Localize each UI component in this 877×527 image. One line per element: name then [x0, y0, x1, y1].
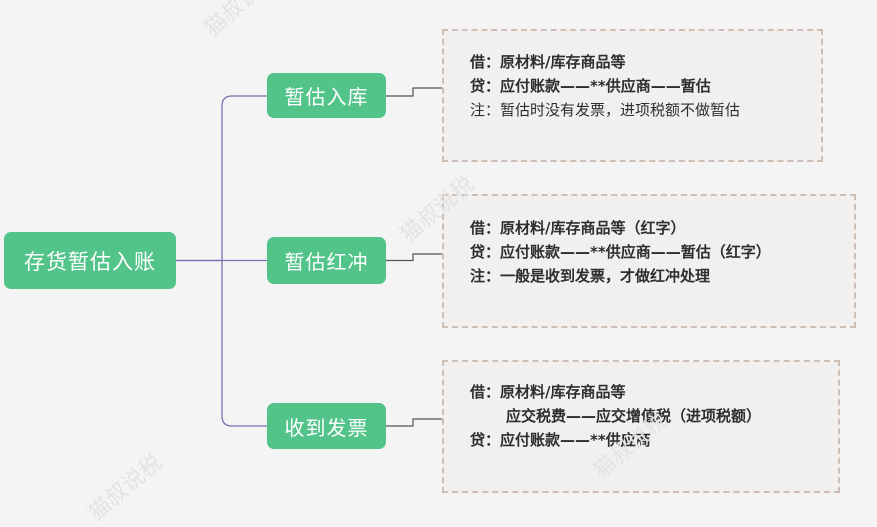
note-1-line-2: 贷：应付账款——**供应商——暂估 — [470, 77, 711, 95]
note-3-line-3: 贷：应付账款——**供应商 — [470, 431, 651, 449]
branch-node-1[interactable]: 暂估入库 — [267, 73, 386, 118]
note-2-line-3: 注：一般是收到发票，才做红冲处理 — [470, 267, 711, 285]
note-1-line-3: 注：暂估时没有发票，进项税额不做暂估 — [470, 101, 741, 119]
note-3-line-1: 借：原材料/库存商品等 — [470, 383, 626, 401]
note-2-line-1: 借：原材料/库存商品等（红字） — [470, 219, 686, 237]
branch-node-3[interactable]: 收到发票 — [267, 403, 386, 449]
note-3-line-2: 应交税费——应交增值税（进项税额） — [506, 407, 762, 425]
note-box-1: 借：原材料/库存商品等 贷：应付账款——**供应商——暂估 注：暂估时没有发票，… — [442, 29, 823, 162]
root-node[interactable]: 存货暂估入账 — [4, 232, 176, 289]
mindmap-canvas: 存货暂估入账 暂估入库 暂估红冲 收到发票 借：原材料/库存商品等 贷：应付账款… — [4, 0, 856, 526]
connector-lines — [176, 87, 442, 427]
note-1-line-1: 借：原材料/库存商品等 — [470, 53, 626, 71]
note-box-2: 借：原材料/库存商品等（红字） 贷：应付账款——**供应商——暂估（红字） 注：… — [442, 194, 856, 328]
connector-root-to-branch-1 — [176, 95, 267, 262]
note-box-3: 借：原材料/库存商品等 应交税费——应交增值税（进项税额） 贷：应付账款——**… — [442, 360, 840, 493]
connector-branch-1-to-note — [386, 87, 442, 97]
connector-root-to-branch-3 — [221, 260, 267, 427]
branch-node-2[interactable]: 暂估红冲 — [267, 237, 386, 284]
note-2-line-2: 贷：应付账款——**供应商——暂估（红字） — [470, 243, 771, 261]
connector-branch-2-to-note — [386, 253, 442, 262]
connector-branch-3-to-note — [386, 418, 442, 427]
